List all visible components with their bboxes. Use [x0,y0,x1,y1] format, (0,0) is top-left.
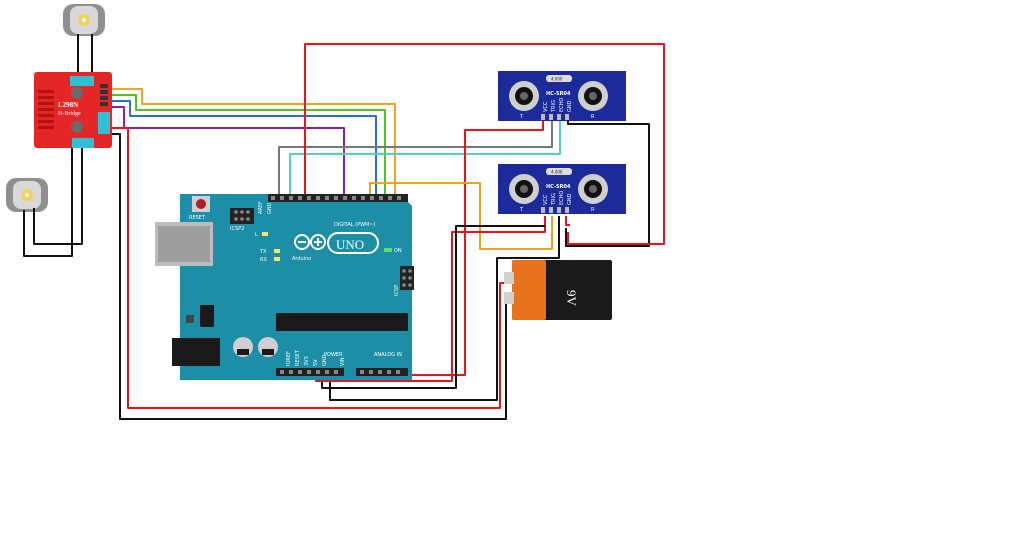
digital-label: DIGITAL (PWM~) [334,222,376,228]
sensor-bottom-trig: TRIG [551,193,557,206]
sensor-bottom-model: HC-SR04 [546,184,571,190]
power-label: POWER [324,352,343,358]
sensor-bottom-r: R [591,207,595,213]
ioref-label: IOREF [286,351,292,366]
crystal-top [546,75,572,82]
brand-label: Arduino [292,256,311,262]
sensor-top-echo: ECHO [559,98,565,112]
on-led [384,248,392,252]
gnd-bottom-label: GND [322,354,328,366]
sensor-bottom-t: T [519,207,524,213]
l298n-terminal-top [70,76,94,86]
sensor-bottom-echo: ECHO [559,191,565,205]
sensor-top-r: R [591,114,595,120]
tx-label: TX [259,249,267,255]
icsp2-header [230,208,254,224]
motor-top [63,4,105,36]
crystal-bottom [546,168,572,175]
l298n-label-2: H-Bridge [58,111,81,117]
sensor-top-trig: TRIG [551,100,557,113]
3v3-label: 3V3 [304,356,310,366]
l-led [262,232,268,236]
vin-label: VIN [340,357,346,366]
sensor-top-vcc: VCC [543,101,549,112]
crystal-bottom-label: 4.000 [551,170,563,175]
l298n-module: L298N H-Bridge [34,72,112,148]
digital-pins [271,196,401,200]
uno-label: UNO [336,237,364,252]
sensor-top-model: HC-SR04 [546,91,571,97]
heatsink [38,90,54,129]
tx-led [274,249,280,253]
arduino-logo: UNO Arduino [292,232,379,262]
reset-label: RESET [189,215,206,221]
regulator [200,305,214,327]
ultrasonic-sensor-top: 4.000 HC-SR04 T R VCC TRIG ECHO GND [498,71,626,121]
sensor-top-gnd: GND [567,100,573,112]
5v-label: 5V [313,359,319,366]
rx-label: RX [260,257,267,263]
battery-label: 9V [564,290,579,307]
battery-terminal-neg [504,292,514,304]
gnd-top-label: GND [267,202,273,214]
icsp-label: ICSP [394,285,400,296]
sensor-bottom-gnd: GND [567,193,573,205]
icsp-header [400,266,414,290]
sensor-top-t: T [519,114,524,120]
motor-left [6,178,48,212]
l-label: L [255,232,258,238]
power-jack [172,338,220,366]
battery-terminal-pos [504,272,514,284]
atmega-chip [276,313,408,331]
reset-pin-label: RESET [295,349,301,366]
ultrasonic-sensor-bottom: 4.000 HC-SR04 T R VCC TRIG ECHO GND [498,164,626,214]
aref-label: AREF [258,201,264,214]
icsp2-label: ICSP2 [230,226,244,232]
l298n-label-1: L298N [58,101,78,109]
crystal-top-label: 4.000 [551,77,563,82]
l298n-terminal-bottom [72,138,94,148]
rx-led [274,257,280,261]
l298n-terminal-power [98,112,110,134]
arduino-uno: RESET ICSP2 AREF GND DIGITAL (PWM~) L TX [155,194,414,380]
analog-label: ANALOG IN [374,352,402,358]
sensor-bottom-vcc: VCC [543,194,549,205]
on-label: ON [394,248,402,254]
battery-9v: 9V [504,260,612,320]
